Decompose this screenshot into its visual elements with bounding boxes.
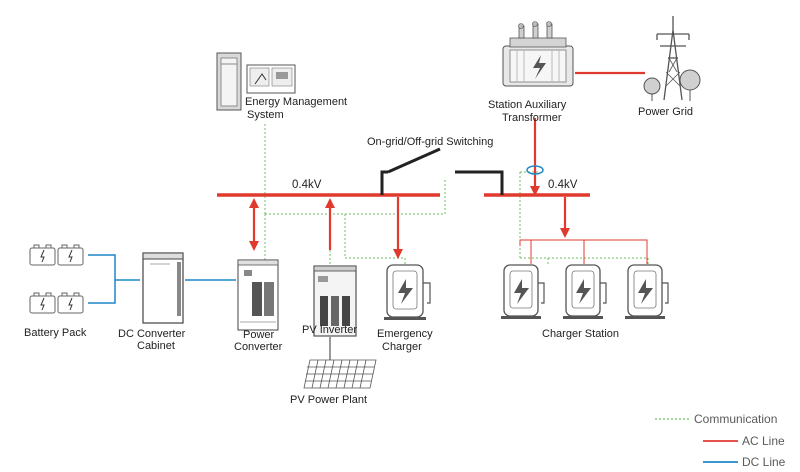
switching-label: On-grid/Off-grid Switching xyxy=(367,136,493,148)
transformer-icon xyxy=(502,21,574,87)
battery-cell xyxy=(57,244,84,266)
legend-ac-label: AC Line xyxy=(742,434,785,448)
converter-icon xyxy=(237,259,279,331)
charger-station-label: Charger Station xyxy=(542,328,619,340)
battery-cell xyxy=(57,292,84,314)
ev-charger-icon xyxy=(384,264,431,320)
transmission-tower-icon xyxy=(656,16,690,101)
current-transformer-ring xyxy=(526,165,544,175)
solar-panel-icon xyxy=(303,359,377,389)
emergency-charger-label-line2: Charger xyxy=(382,341,422,353)
left-bus-voltage: 0.4kV xyxy=(292,179,322,191)
tree-icon xyxy=(643,69,701,101)
pv-inverter-label: PV Inverter xyxy=(302,324,357,336)
power-converter-label-line1: Power xyxy=(243,329,275,341)
dc-converter-label-line2: Cabinet xyxy=(137,340,175,352)
ems-label-line1: Energy Management xyxy=(245,96,347,108)
pv-plant-label: PV Power Plant xyxy=(290,394,367,406)
battery-icon xyxy=(29,244,84,314)
battery-pack-label: Battery Pack xyxy=(24,327,87,339)
ev-charger-icon xyxy=(563,264,607,319)
dc-lines xyxy=(88,254,236,304)
grid-switch xyxy=(380,147,504,195)
power-grid-label: Power Grid xyxy=(638,106,693,118)
legend: Communication AC Line DC Line xyxy=(655,412,786,469)
transformer-label-line2: Transformer xyxy=(502,112,562,124)
ac-lines xyxy=(217,71,648,264)
battery-cell xyxy=(29,292,56,314)
ems-label-line2: System xyxy=(247,109,284,121)
legend-communication-label: Communication xyxy=(694,412,777,426)
ev-charger-icon xyxy=(625,264,669,319)
legend-dc-label: DC Line xyxy=(742,455,786,469)
emergency-charger-label-line1: Emergency xyxy=(377,328,433,340)
right-bus-voltage: 0.4kV xyxy=(548,179,578,191)
battery-cell xyxy=(29,244,56,266)
cabinet-icon xyxy=(142,252,184,324)
inverter-icon xyxy=(313,265,357,337)
server-rack-icon xyxy=(216,52,296,111)
ev-charger-icon xyxy=(501,264,545,319)
power-converter-label-line2: Converter xyxy=(234,341,283,353)
dc-converter-label-line1: DC Converter xyxy=(118,328,186,340)
ac-arrowheads xyxy=(249,186,570,259)
transformer-label-line1: Station Auxiliary xyxy=(488,99,567,111)
